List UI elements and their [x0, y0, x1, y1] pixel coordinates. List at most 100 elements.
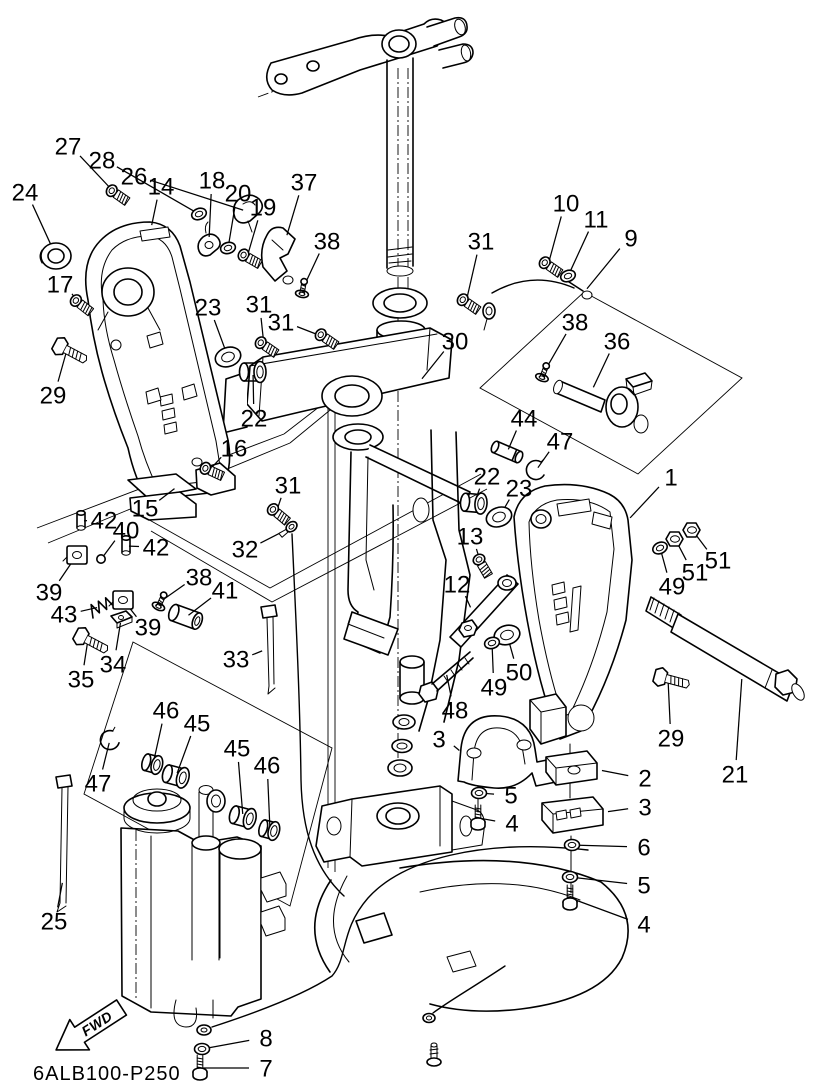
callout-31: 31 — [268, 310, 340, 350]
callout-46: 46 — [254, 753, 281, 842]
callout-3: 3 — [432, 727, 460, 754]
callout-number: 31 — [268, 310, 295, 337]
part-glyph-spring — [90, 596, 113, 619]
diagram-line-art: FWD 6ALB100-P250 — [33, 16, 805, 1085]
callout-number: 20 — [225, 181, 252, 208]
callout-number: 45 — [184, 711, 211, 738]
callout-number: 47 — [85, 771, 112, 798]
callout-28: 28 — [89, 148, 208, 221]
part-glyph-nut — [665, 531, 684, 547]
leader-line — [153, 723, 163, 762]
leader-line — [667, 681, 671, 725]
callout-27: 27 — [55, 134, 131, 206]
callout-number: 36 — [604, 329, 631, 356]
lever-37 — [260, 226, 296, 285]
part-glyph-bushing — [238, 360, 267, 384]
callout-number: 32 — [232, 537, 259, 564]
callout-51: 51 — [682, 522, 731, 575]
callout-number: 9 — [624, 226, 637, 253]
leader-line — [57, 882, 63, 908]
callout-number: 21 — [722, 762, 749, 789]
callout-number: 25 — [41, 909, 68, 936]
part-glyph-washer_s — [483, 636, 501, 650]
callout-51: 51 — [665, 531, 708, 587]
callout-number: 38 — [314, 229, 341, 256]
callout-12: 12 — [444, 572, 472, 608]
callout-number: 27 — [55, 134, 82, 161]
callout-number: 39 — [36, 580, 63, 607]
link-rod-12 — [449, 574, 519, 648]
part-glyph-screw — [199, 461, 225, 481]
leader-line — [572, 898, 629, 920]
part-glyph-grommet — [108, 590, 134, 610]
leader-line — [548, 216, 562, 263]
callout-39: 39 — [108, 590, 162, 642]
callout-16: 16 — [199, 436, 248, 481]
leader-line — [491, 645, 494, 674]
leader-line — [101, 742, 110, 770]
part-glyph-screw — [69, 294, 95, 317]
leader-line — [227, 206, 236, 246]
swivel-bracket-crossbar — [222, 327, 453, 434]
callout-47: 47 — [85, 726, 120, 798]
leader-line — [83, 642, 89, 666]
ground-cables — [196, 533, 589, 1067]
callout-43: 43 — [51, 596, 113, 629]
part-glyph-ball — [96, 554, 106, 564]
callout-number: 39 — [135, 615, 162, 642]
callout-29: 29 — [40, 337, 88, 410]
callout-number: 45 — [224, 736, 251, 763]
callout-number: 1 — [664, 465, 677, 492]
callout-33: 33 — [223, 647, 263, 674]
callout-number: 42 — [143, 535, 170, 562]
callout-number: 50 — [506, 660, 533, 687]
hook-18 — [197, 221, 221, 257]
leader-line — [237, 761, 244, 815]
callout-number: 16 — [221, 436, 248, 463]
callout-number: 3 — [638, 795, 651, 822]
leader-line — [629, 486, 660, 519]
part-glyph-washer_l — [214, 346, 242, 368]
trim-cam-36 — [553, 372, 653, 434]
callout-number: 5 — [504, 783, 517, 810]
bushing-24 — [39, 242, 72, 270]
tilt-tube-21 — [645, 596, 805, 702]
callout-number: 23 — [195, 295, 222, 322]
callout-2: 2 — [601, 766, 652, 793]
leader-line — [247, 220, 259, 255]
callout-42: 42 — [76, 508, 117, 535]
part-glyph-grommet — [62, 545, 88, 565]
part-glyph-grommet2 — [140, 753, 164, 776]
leader-line — [572, 876, 628, 885]
callout-8: 8 — [193, 1026, 273, 1056]
callout-38: 38 — [294, 229, 341, 299]
callout-1: 1 — [629, 465, 678, 519]
part-glyph-boltv — [562, 884, 578, 911]
callout-36: 36 — [592, 329, 631, 388]
callout-number: 8 — [259, 1026, 272, 1053]
swivel-column — [332, 423, 471, 777]
bolt-48 — [418, 651, 474, 703]
callout-17: 17 — [47, 272, 95, 317]
callout-number: 43 — [51, 602, 78, 629]
part-glyph-washer_s — [470, 786, 488, 800]
callout-number: 49 — [481, 675, 508, 702]
callout-13: 13 — [457, 524, 493, 579]
callout-31: 31 — [266, 473, 301, 526]
part-glyph-nipple — [151, 591, 168, 612]
part-glyph-washer_s — [190, 207, 208, 221]
fwd-arrow: FWD — [55, 999, 128, 1051]
callout-6: 6 — [563, 835, 651, 862]
clamp-bracket-left — [84, 221, 236, 521]
callout-50: 50 — [493, 624, 533, 687]
leader-line — [102, 540, 116, 558]
part-glyph-plate_s — [110, 610, 133, 629]
callout-31: 31 — [246, 292, 280, 358]
part-glyph-pin_s — [76, 510, 86, 531]
callout-20: 20 — [219, 181, 252, 255]
callout-number: 24 — [12, 180, 39, 207]
part-glyph-boltv — [470, 804, 486, 831]
part-glyph-washer_s — [652, 541, 668, 555]
callout-23: 23 — [485, 476, 532, 528]
